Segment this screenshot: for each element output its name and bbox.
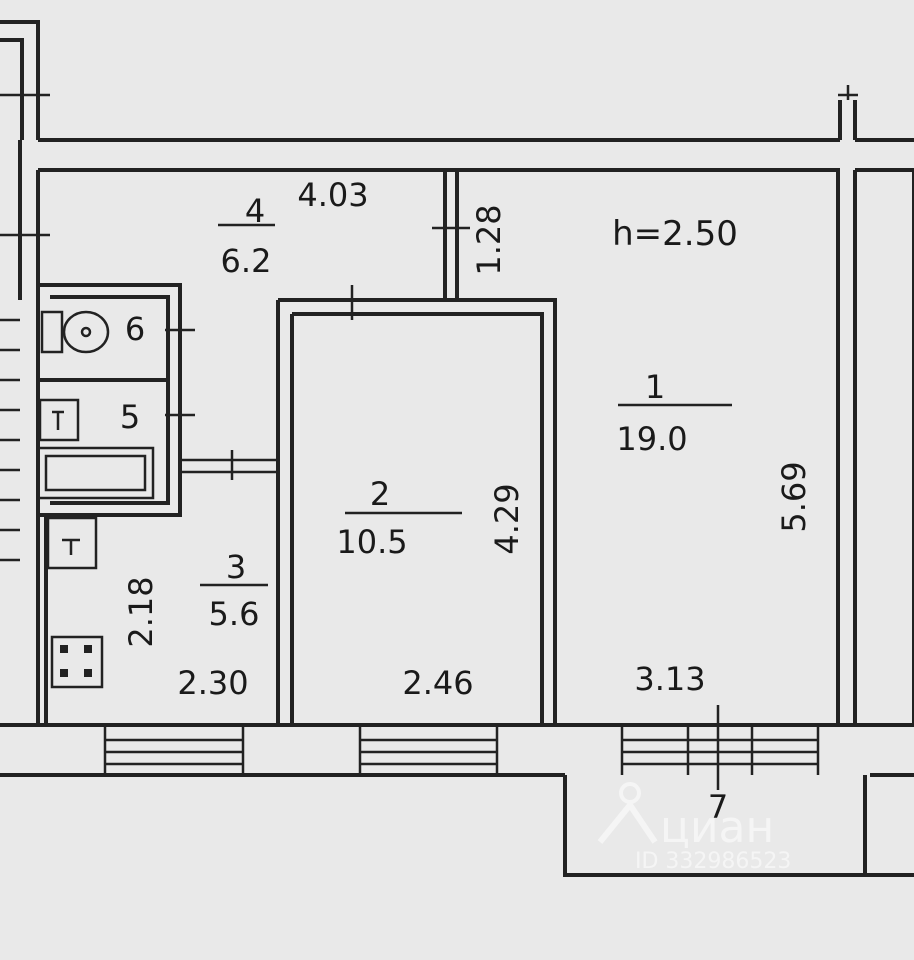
- kitchen-sink-icon: [46, 516, 98, 570]
- room-4-number: 4: [245, 192, 265, 230]
- room-7-number: 7: [708, 788, 728, 826]
- stove-icon: [50, 635, 104, 689]
- dimension-5-69: 5.69: [775, 461, 813, 532]
- room-2-area: 10.5: [336, 523, 407, 561]
- room-4-area: 6.2: [221, 242, 272, 280]
- door-ticks: [165, 85, 858, 790]
- cian-watermark: циан ID 332986523: [597, 782, 791, 874]
- watermark-id: ID 332986523: [635, 849, 791, 874]
- sink-icon: [38, 398, 80, 442]
- room-5-number: 5: [120, 398, 140, 436]
- watermark-brand: циан: [660, 802, 774, 853]
- fraction-lines: [200, 223, 732, 587]
- room-6-number: 6: [125, 310, 145, 348]
- windows: [103, 725, 820, 775]
- room-1-number: 1: [645, 368, 665, 406]
- walls: [0, 20, 914, 877]
- bathtub-icon: [36, 446, 155, 500]
- window-room-1: [620, 725, 820, 775]
- window-room-2: [358, 725, 499, 775]
- dimension-2-30: 2.30: [177, 664, 248, 702]
- room-2-number: 2: [370, 475, 390, 513]
- dimension-4-29: 4.29: [488, 483, 526, 554]
- dimension-1-28: 1.28: [470, 204, 508, 275]
- room-1-area: 19.0: [616, 420, 687, 458]
- window-kitchen: [103, 725, 245, 775]
- room-3-number: 3: [226, 548, 246, 586]
- dimension-2-18: 2.18: [122, 576, 160, 647]
- location-pin-icon: [597, 782, 658, 844]
- dimension-2-46: 2.46: [402, 664, 473, 702]
- dimension-3-13: 3.13: [634, 660, 705, 698]
- dimension-4-03: 4.03: [297, 176, 368, 214]
- ceiling-height: h=2.50: [612, 214, 738, 254]
- toilet-icon: [40, 310, 110, 354]
- room-3-area: 5.6: [209, 595, 260, 633]
